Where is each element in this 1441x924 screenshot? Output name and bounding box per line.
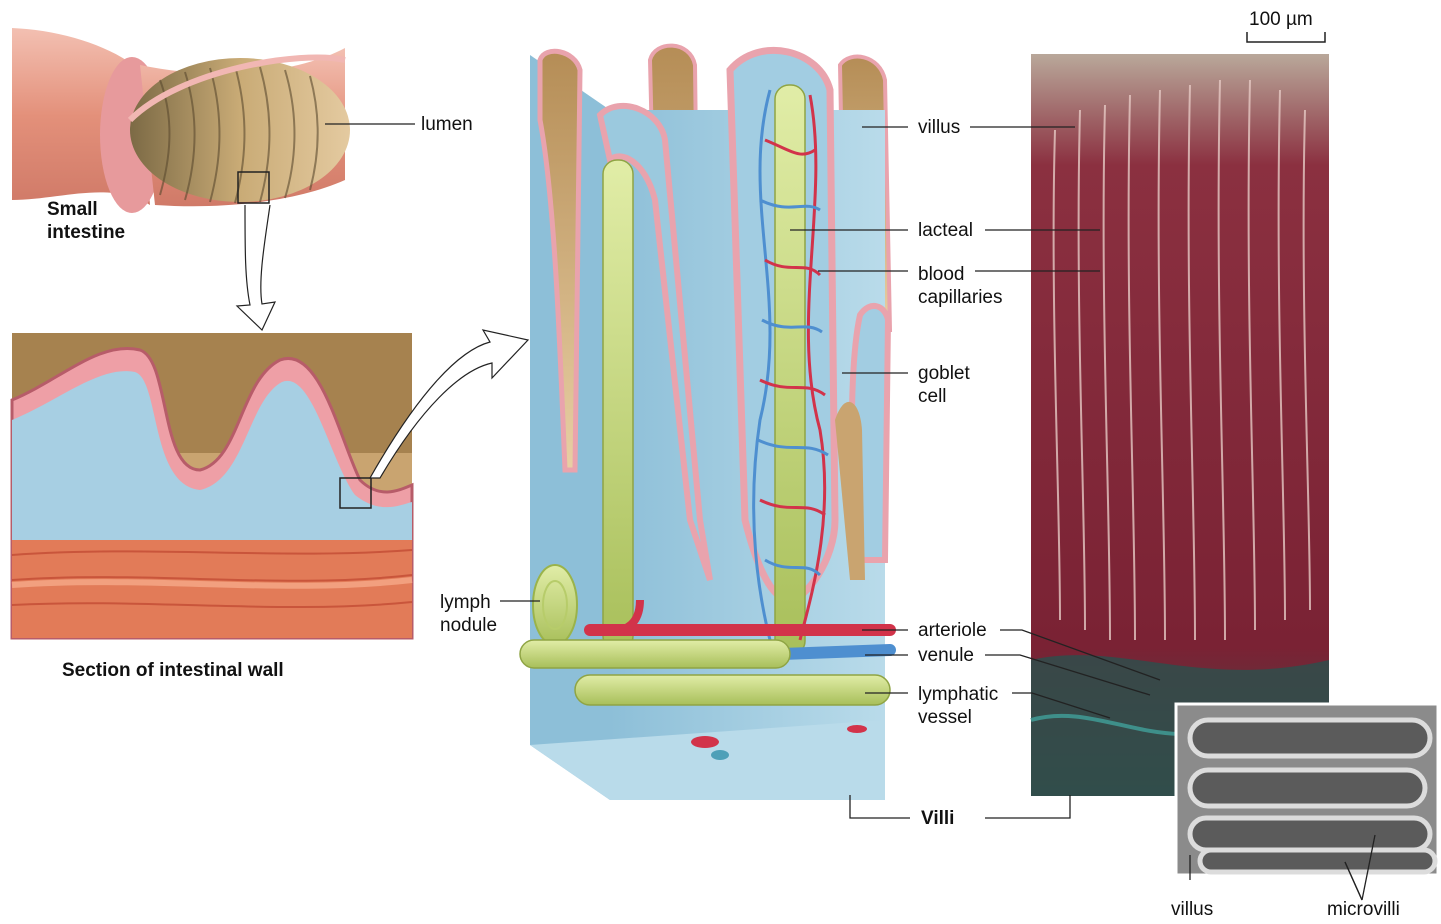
villi-micrograph bbox=[1031, 32, 1329, 796]
label-section-intestinal-wall: Section of intestinal wall bbox=[62, 659, 284, 682]
label-scale-bar: 100 µm bbox=[1249, 8, 1313, 31]
label-goblet-cell-line2: cell bbox=[918, 385, 970, 408]
label-villi: Villi bbox=[921, 807, 954, 830]
label-small-intestine-line1: Small bbox=[47, 198, 125, 221]
zoom-arrow-1 bbox=[237, 205, 275, 330]
label-lymphatic-vessel: lymphatic vessel bbox=[918, 683, 998, 729]
label-goblet-cell-line1: goblet bbox=[918, 362, 970, 385]
label-lymph-nodule-line2: nodule bbox=[440, 614, 497, 637]
intestinal-wall-section bbox=[12, 333, 412, 638]
label-em-villus: villus bbox=[1171, 898, 1213, 921]
label-blood-capillaries: blood capillaries bbox=[918, 263, 1002, 309]
label-lacteal: lacteal bbox=[918, 219, 973, 242]
label-goblet-cell: goblet cell bbox=[918, 362, 970, 408]
label-blood-capillaries-line1: blood bbox=[918, 263, 1002, 286]
label-lymph-nodule-line1: lymph bbox=[440, 591, 497, 614]
label-lymph-nodule: lymph nodule bbox=[440, 591, 497, 637]
label-blood-capillaries-line2: capillaries bbox=[918, 286, 1002, 309]
label-em-microvilli: microvilli bbox=[1327, 898, 1400, 921]
label-small-intestine-line2: intestine bbox=[47, 221, 125, 244]
label-lymphatic-vessel-line2: vessel bbox=[918, 706, 998, 729]
villi-3d-block bbox=[520, 46, 890, 800]
label-lumen: lumen bbox=[421, 113, 473, 136]
scale-bar bbox=[1247, 32, 1325, 42]
label-arteriole: arteriole bbox=[918, 619, 987, 642]
microvilli-em bbox=[1176, 704, 1438, 875]
label-villus: villus bbox=[918, 116, 960, 139]
label-small-intestine: Small intestine bbox=[47, 198, 125, 244]
label-venule: venule bbox=[918, 644, 974, 667]
label-lymphatic-vessel-line1: lymphatic bbox=[918, 683, 998, 706]
small-intestine-illustration bbox=[12, 28, 350, 213]
